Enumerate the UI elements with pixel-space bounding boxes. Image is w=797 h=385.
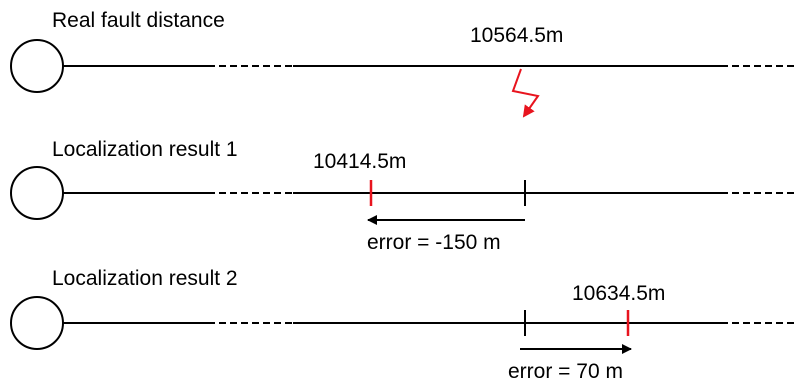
row-title: Real fault distance xyxy=(52,9,225,32)
row-title: Localization result 2 xyxy=(52,267,238,290)
source-node-icon xyxy=(10,296,64,350)
row-localization-result-2: Localization result 2 10634.5m error = 7… xyxy=(10,267,797,383)
source-node-icon xyxy=(10,166,64,220)
row-title: Localization result 1 xyxy=(52,138,238,161)
lightning-bolt-icon xyxy=(511,68,540,118)
localized-distance-label: 10414.5m xyxy=(313,150,406,173)
error-label: error = -150 m xyxy=(367,231,501,254)
row-localization-result-1: Localization result 1 10414.5m error = -… xyxy=(10,138,797,254)
error-label: error = 70 m xyxy=(508,360,623,383)
fault-distance-label: 10564.5m xyxy=(470,24,563,47)
source-node-icon xyxy=(10,39,64,93)
localized-distance-label: 10634.5m xyxy=(572,282,665,305)
row-real-fault: Real fault distance 10564.5m xyxy=(10,9,797,118)
